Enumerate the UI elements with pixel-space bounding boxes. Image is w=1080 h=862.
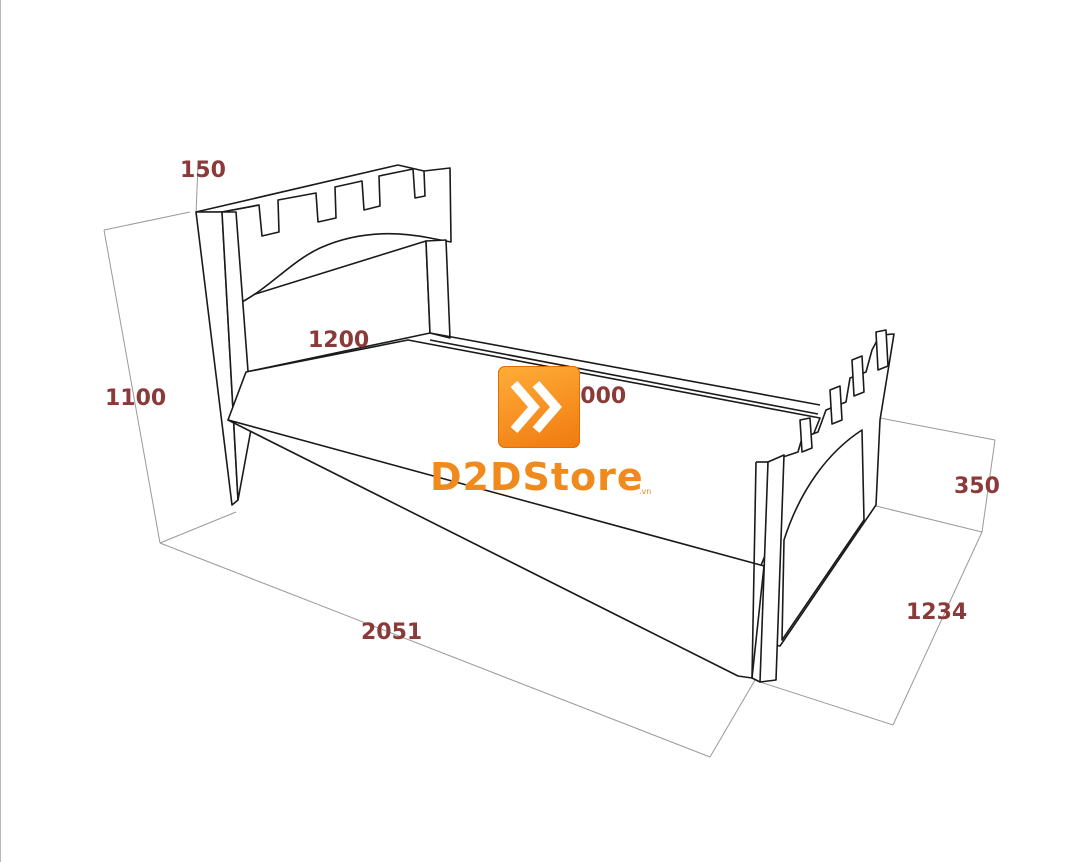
footboard-extension-top [879,417,996,441]
side-rail-bottom-edge [429,339,819,415]
height-extension-bottom [159,511,237,544]
footboard-post [759,454,785,683]
headboard-post-right [425,239,451,339]
bed-outline [195,164,895,683]
double-chevron-icon [510,381,562,433]
width-extension-back [871,504,983,533]
length-extension-right [709,679,756,758]
footboard-crenellation [799,329,889,453]
dim-inner-width: 1200 [308,328,370,353]
top-depth-extension [195,164,199,215]
footboard-height-line [981,439,996,533]
d2dstore-logo: D2DStore .vn [430,366,660,502]
dim-footboard-height: 350 [954,474,1000,499]
headboard-crenellation [221,167,452,305]
length-dimension-line [159,542,711,758]
height-extension-top [103,211,191,231]
headboard-top-edge [195,164,399,213]
dim-total-length: 2051 [361,620,423,645]
dim-total-width: 1234 [906,600,968,625]
dim-total-height: 1100 [105,386,167,411]
logo-badge [498,366,580,448]
footboard-arch [781,429,865,641]
dim-inner-length: 2000 [565,384,627,409]
left-border-line [0,0,1,862]
logo-brand-text: D2DStore [430,455,644,499]
dim-headboard-top-depth: 150 [180,158,226,183]
height-dimension-line [103,229,161,544]
side-rail-top-edge [429,332,821,406]
logo-domain-suffix: .vn [639,487,652,496]
width-extension-front [756,680,894,726]
width-dimension-line [892,531,983,726]
